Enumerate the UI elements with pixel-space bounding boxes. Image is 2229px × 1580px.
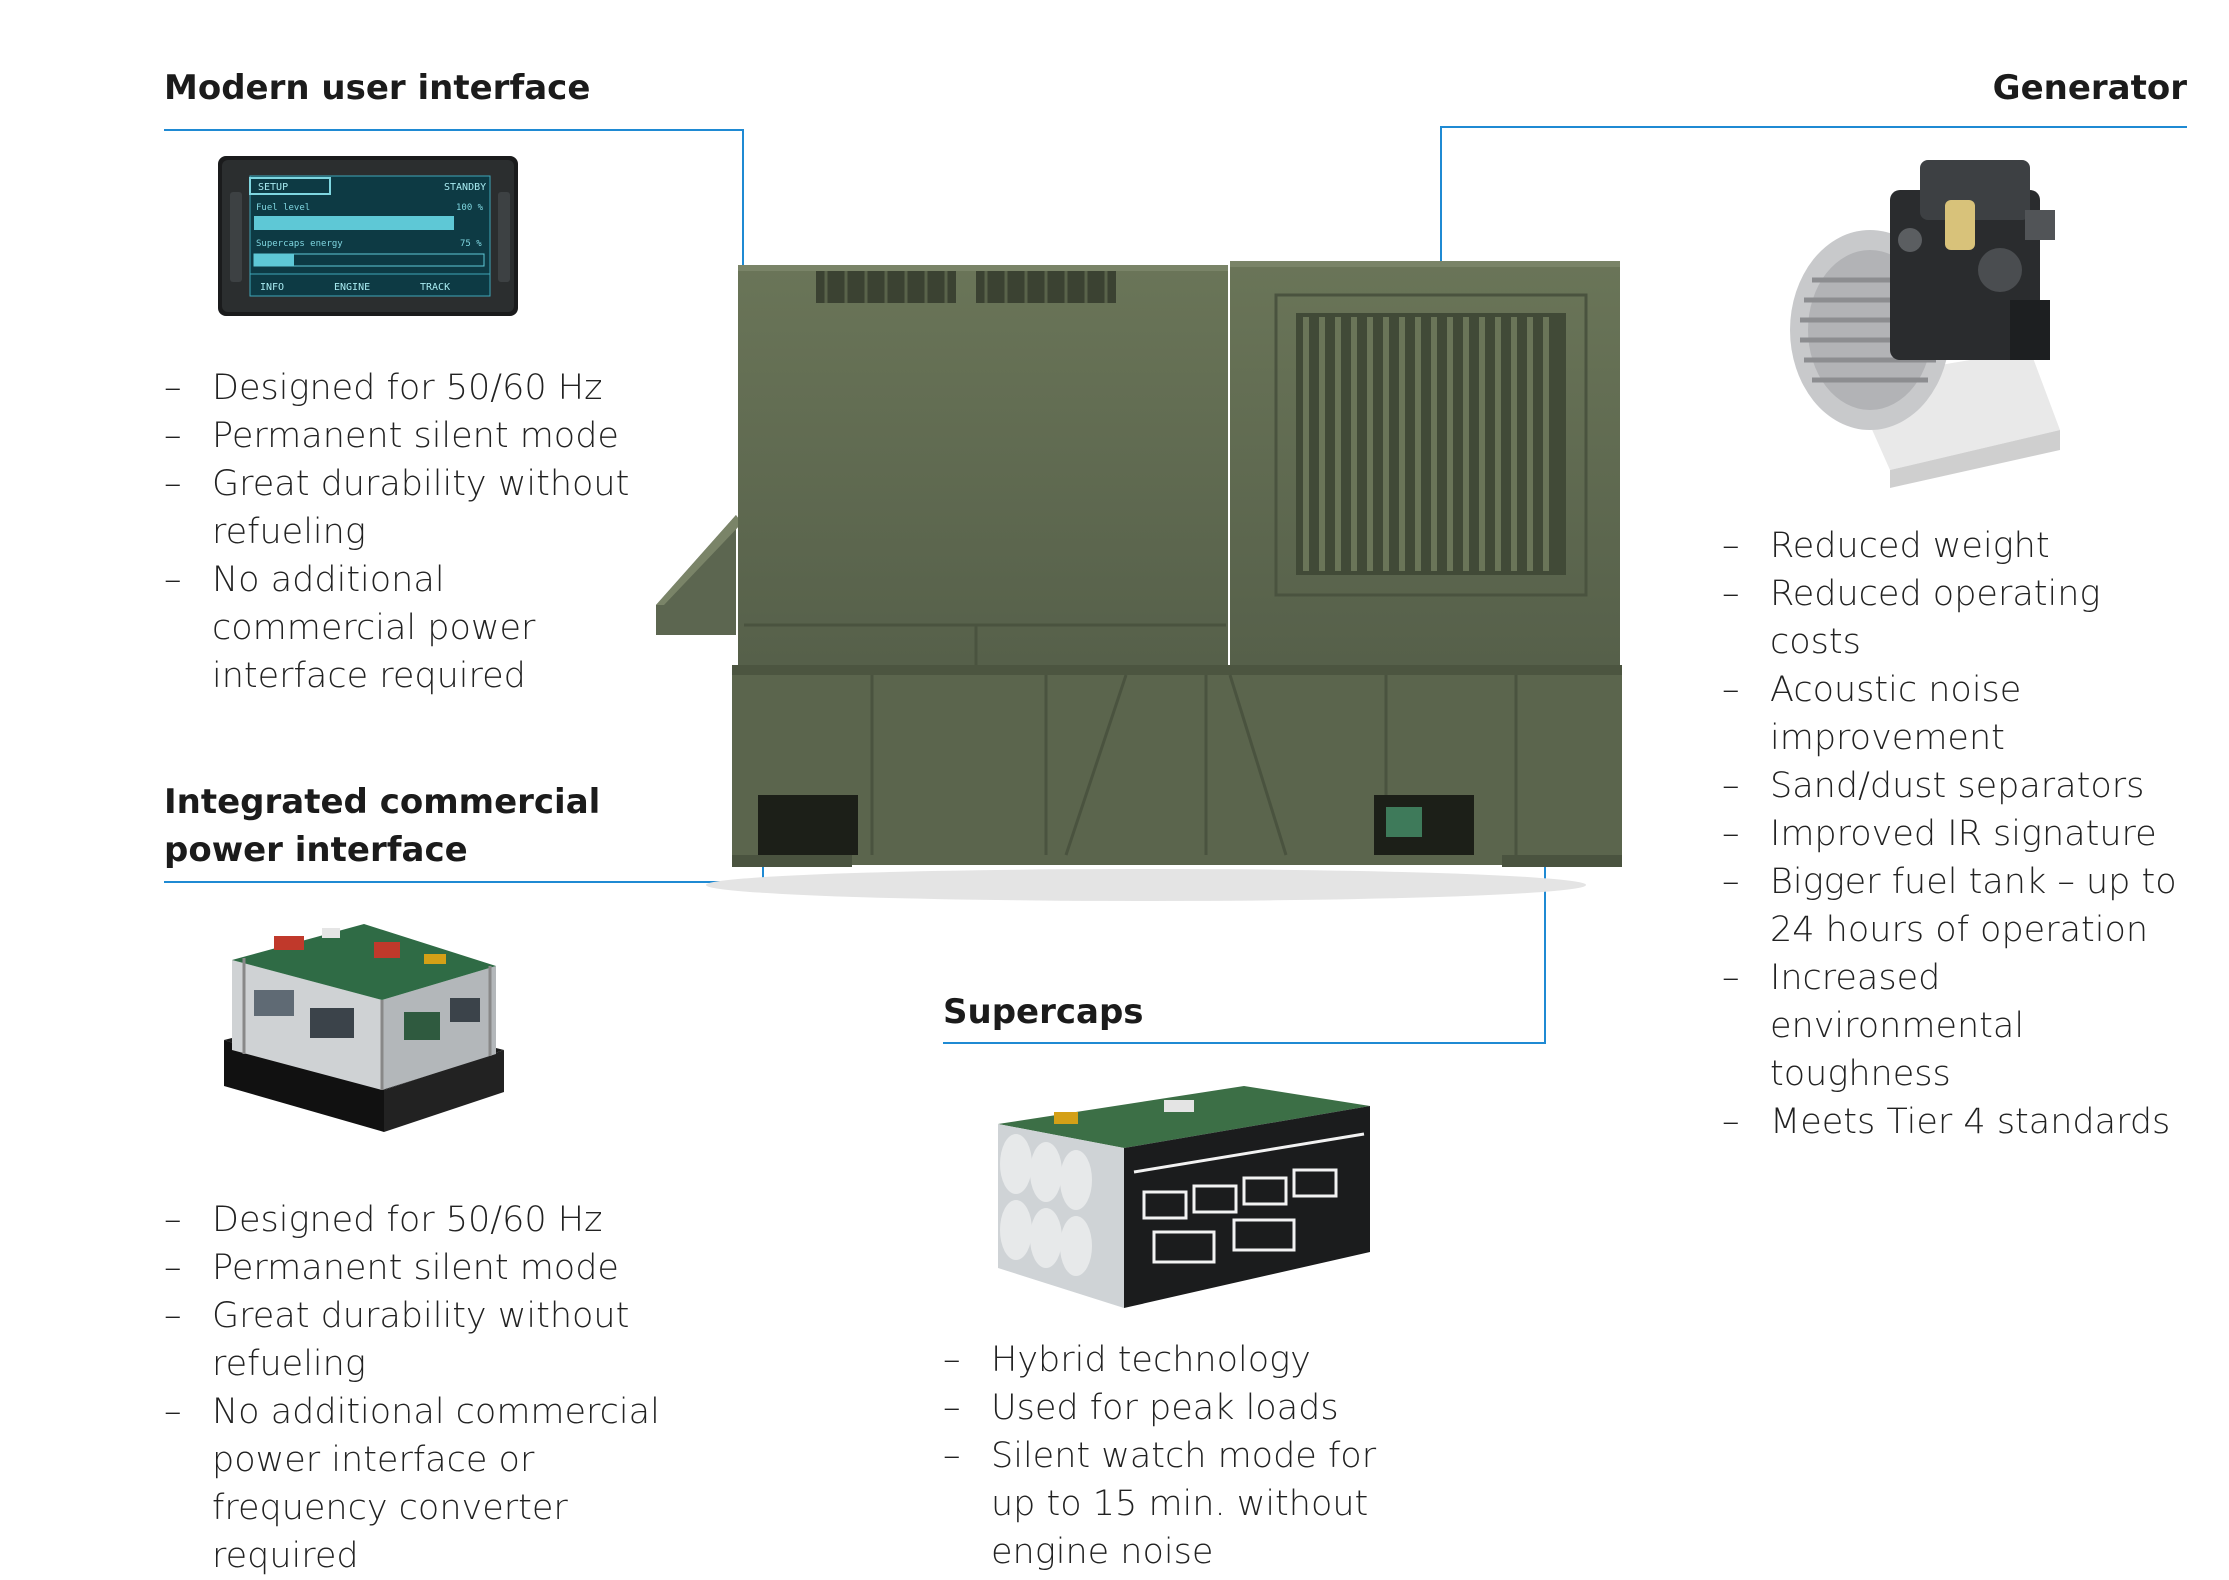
svg-text:SETUP: SETUP — [258, 182, 288, 193]
svg-text:Supercaps energy: Supercaps energy — [256, 239, 343, 249]
bullet-item: Acoustic noise improvement — [1722, 666, 2202, 762]
bullet-item: Reduced operating costs — [1722, 570, 2202, 666]
callout-line-commercial-horizontal — [164, 881, 764, 883]
callout-line-ui-vertical — [742, 129, 744, 267]
section-title-ui: Modern user interface — [164, 68, 591, 108]
callout-line-supercaps-horizontal — [943, 1042, 1546, 1044]
commercial-power-interface-image — [224, 924, 504, 1132]
bullet-item: No additional commercial power interface… — [164, 1388, 664, 1580]
section-title-commercial-line2: power interface — [164, 830, 468, 870]
bullet-list-generator: Reduced weight Reduced operating costs A… — [1722, 522, 2202, 1146]
bullet-item: Improved IR signature — [1722, 810, 2202, 858]
bullet-item: Permanent silent mode — [164, 412, 644, 460]
svg-text:100 %: 100 % — [456, 203, 484, 213]
svg-text:STANDBY: STANDBY — [444, 182, 486, 193]
section-title-supercaps: Supercaps — [943, 992, 1144, 1032]
section-title-commercial-line1: Integrated commercial — [164, 782, 601, 822]
bullet-item: Permanent silent mode — [164, 1244, 664, 1292]
supercaps-module-image — [998, 1086, 1370, 1308]
bullet-item: Reduced weight — [1722, 522, 2202, 570]
callout-line-supercaps-vertical — [1544, 746, 1546, 1044]
generator-set-housing-image — [656, 261, 1622, 901]
bullet-list-commercial: Designed for 50/60 Hz Permanent silent m… — [164, 1196, 664, 1580]
bullet-item: Meets Tier 4 standards — [1722, 1098, 2202, 1146]
bullet-item: Designed for 50/60 Hz — [164, 1196, 664, 1244]
bullet-item: Sand/dust separators — [1722, 762, 2202, 810]
bullet-list-ui: Designed for 50/60 Hz Permanent silent m… — [164, 364, 644, 700]
generator-engine-image — [1790, 160, 2060, 488]
bullet-item: Designed for 50/60 Hz — [164, 364, 644, 412]
bullet-item: Great durability without refueling — [164, 460, 644, 556]
svg-text:INFO: INFO — [260, 282, 284, 293]
bullet-item: No additional commercial power interface… — [164, 556, 644, 700]
callout-line-generator-vertical — [1440, 126, 1442, 354]
bullet-item: Used for peak loads — [943, 1384, 1383, 1432]
bullet-list-supercaps: Hybrid technology Used for peak loads Si… — [943, 1336, 1383, 1576]
section-title-commercial: Integrated commercial power interface — [164, 778, 600, 874]
bullet-item: Bigger fuel tank – up to 24 hours of ope… — [1722, 858, 2202, 954]
bullet-item: Hybrid technology — [943, 1336, 1383, 1384]
bullet-item: Great durability without refueling — [164, 1292, 664, 1388]
engine-block — [1890, 160, 2055, 360]
svg-text:TRACK: TRACK — [420, 282, 450, 293]
user-interface-display-image: SETUP STANDBY Fuel level 100 % Supercaps… — [218, 156, 518, 316]
fork-pocket-left — [758, 795, 858, 855]
section-title-generator: Generator — [1992, 68, 2187, 108]
callout-line-ui-horizontal — [164, 129, 744, 131]
display-screen — [250, 176, 490, 296]
bullet-item: Silent watch mode for up to 15 min. with… — [943, 1432, 1383, 1576]
svg-text:ENGINE: ENGINE — [334, 282, 370, 293]
left-enclosure — [738, 265, 1228, 665]
svg-text:75 %: 75 % — [460, 239, 482, 249]
svg-text:Fuel level: Fuel level — [256, 203, 310, 213]
bullet-item: Increased environmental toughness — [1722, 954, 2202, 1098]
callout-line-generator-horizontal — [1440, 126, 2187, 128]
base-frame — [732, 665, 1622, 865]
